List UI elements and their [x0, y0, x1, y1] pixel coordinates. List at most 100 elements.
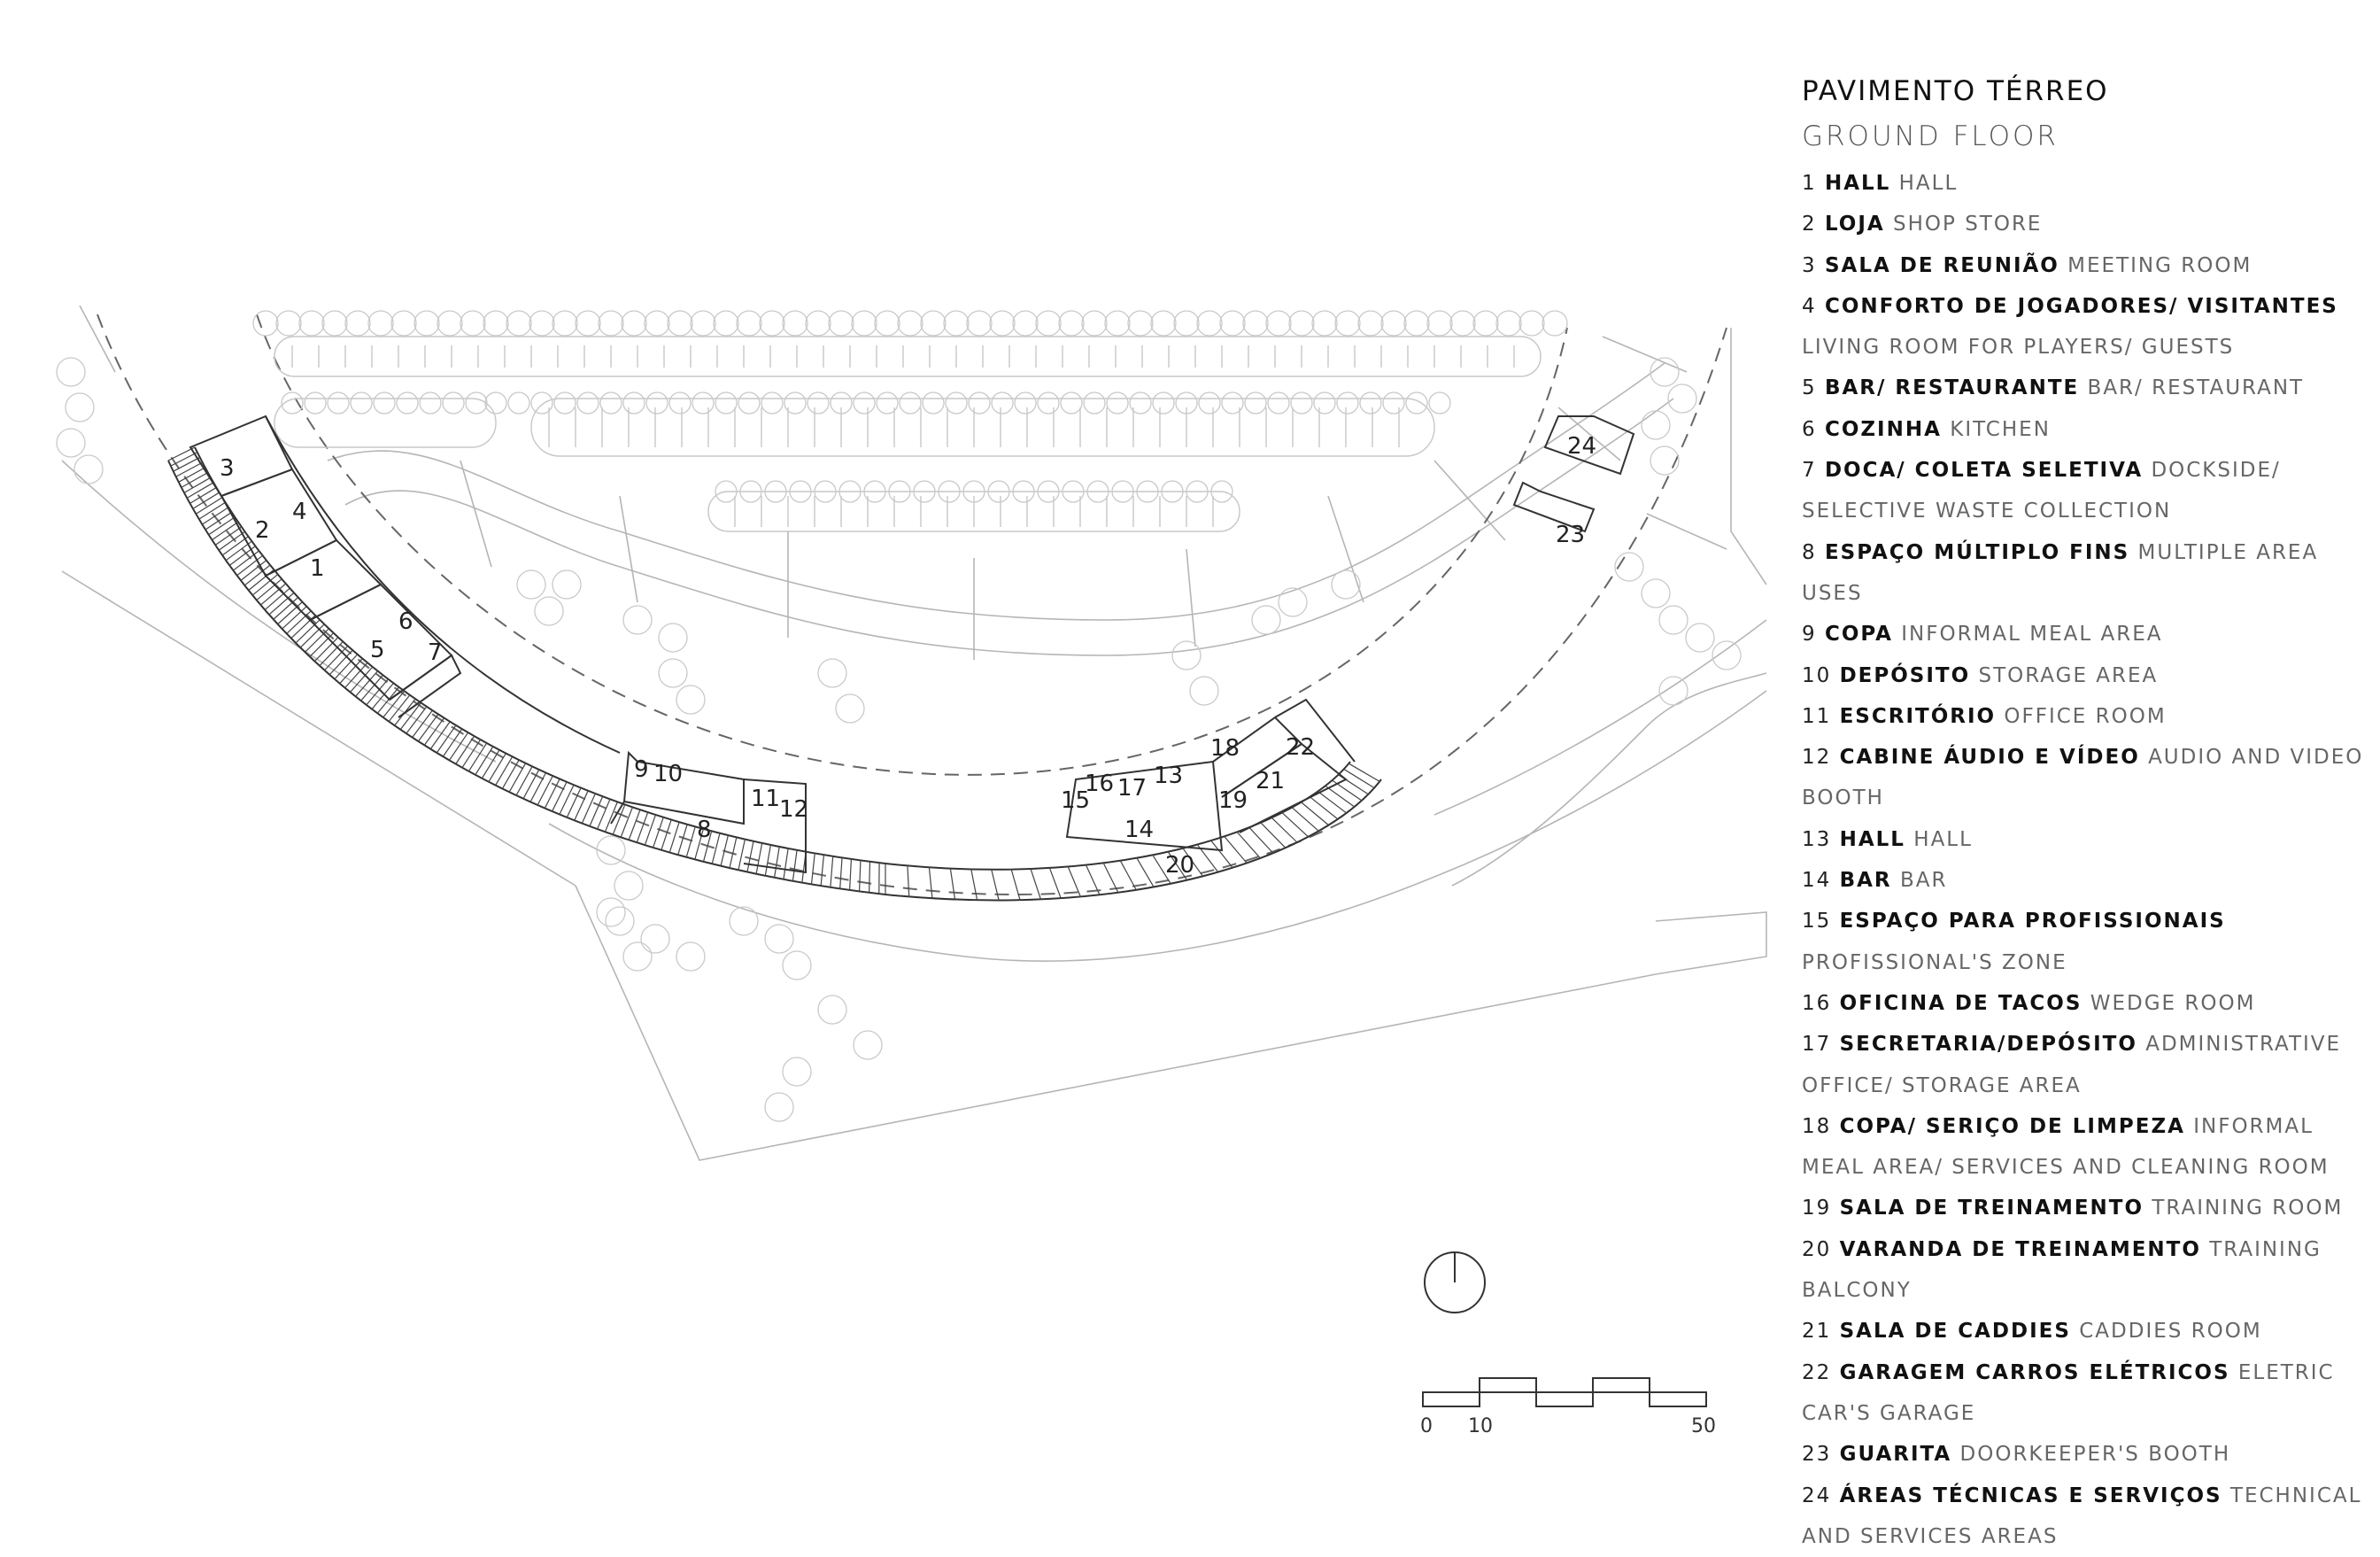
tree-icon — [1650, 446, 1679, 475]
tree-icon — [1174, 311, 1199, 336]
tree-icon — [1686, 624, 1714, 652]
tree-icon — [1084, 392, 1105, 414]
tree-icon — [818, 659, 846, 687]
tree-icon — [783, 1057, 811, 1086]
legend-item-pt: GARAGEM CARROS ELÉTRICOS — [1840, 1361, 2230, 1384]
tree-icon — [576, 311, 600, 336]
tree-icon — [322, 311, 347, 336]
legend-item-en: MEETING ROOM — [2067, 254, 2252, 277]
legend-item-number: 10 — [1802, 664, 1831, 687]
tree-icon — [529, 311, 554, 336]
legend-item-number: 3 — [1802, 254, 1817, 277]
legend-item-number: 13 — [1802, 828, 1831, 851]
tree-icon — [374, 392, 395, 414]
tree-icon — [646, 392, 668, 414]
tree-icon — [1383, 392, 1404, 414]
plan-label-10: 10 — [653, 761, 683, 787]
scale-label-10: 10 — [1468, 1415, 1493, 1437]
legend-item: 11 ESCRITÓRIO OFFICE ROOM — [1802, 696, 2377, 737]
tree-icon — [599, 311, 623, 336]
tree-icon — [485, 392, 506, 414]
tree-icon — [1061, 392, 1082, 414]
tree-icon — [1015, 392, 1036, 414]
tree-icon — [74, 455, 103, 484]
tree-icon — [765, 1093, 793, 1121]
legend-item-number: 8 — [1802, 541, 1817, 564]
legend-item-number: 24 — [1802, 1484, 1831, 1507]
tree-icon — [806, 311, 831, 336]
tree-icon — [1130, 392, 1151, 414]
legend-item-en: STORAGE AREA — [1978, 664, 2158, 687]
legend-title-en: GROUND FLOOR — [1802, 113, 2377, 159]
legend-item-en: DOORKEEPER'S BOOTH — [1960, 1443, 2231, 1466]
legend-item-pt: DEPÓSITO — [1840, 664, 1971, 687]
legend-item: 6 COZINHA KITCHEN — [1802, 409, 2377, 450]
tree-icon — [1128, 311, 1153, 336]
legend-item: 15 ESPAÇO PARA PROFISSIONAIS PROFISSIONA… — [1802, 901, 2377, 983]
tree-icon — [443, 392, 464, 414]
legend-item-pt: SALA DE REUNIÃO — [1825, 254, 2059, 277]
legend-item-pt: COPA — [1825, 623, 1893, 646]
tree-icon — [659, 624, 687, 652]
legend-item: 14 BAR BAR — [1802, 860, 2377, 901]
legend-item: 18 COPA/ SERIÇO DE LIMPEZA INFORMAL MEAL… — [1802, 1106, 2377, 1189]
tree-icon — [517, 570, 545, 599]
legend-item-pt: DOCA/ COLETA SELETIVA — [1825, 459, 2143, 482]
legend-item-en: BAR — [1900, 869, 1948, 892]
tree-icon — [969, 392, 990, 414]
legend-title-pt: PAVIMENTO TÉRREO — [1802, 69, 2377, 113]
legend-item-number: 12 — [1802, 746, 1831, 769]
legend-item-pt: HALL — [1825, 172, 1890, 195]
legend-item-number: 16 — [1802, 992, 1831, 1015]
tree-icon — [506, 311, 531, 336]
scale-label-50: 50 — [1691, 1415, 1716, 1437]
plan-label-6: 6 — [398, 608, 413, 635]
plan-label-19: 19 — [1218, 787, 1248, 814]
plan-label-17: 17 — [1117, 775, 1147, 802]
plan-label-3: 3 — [220, 455, 235, 482]
tree-icon — [597, 898, 625, 926]
tree-icon — [1222, 392, 1243, 414]
tree-icon — [535, 597, 563, 625]
legend-item-pt: VARANDA DE TREINAMENTO — [1840, 1238, 2201, 1261]
tree-icon — [1712, 641, 1741, 670]
legend-item: 24 ÁREAS TÉCNICAS E SERVIÇOS TECHNICAL A… — [1802, 1476, 2377, 1557]
tree-icon — [691, 311, 715, 336]
tree-icon — [944, 311, 969, 336]
legend-item-pt: COZINHA — [1825, 418, 1942, 441]
tree-icon — [1059, 311, 1084, 336]
legend-item-en: SHOP STORE — [1893, 213, 2042, 236]
tree-icon — [368, 311, 393, 336]
tree-icon — [761, 392, 783, 414]
tree-icon — [1252, 606, 1280, 634]
tree-icon — [1473, 311, 1498, 336]
legend-item-en: INFORMAL MEAL AREA — [1901, 623, 2162, 646]
tree-icon — [921, 311, 946, 336]
tree-icon — [1335, 311, 1360, 336]
legend-item-pt: BAR — [1840, 869, 1892, 892]
plan-label-20: 20 — [1165, 852, 1194, 879]
north-arrow-icon — [1425, 1252, 1485, 1313]
tree-icon — [1105, 311, 1130, 336]
legend-item-en: OFFICE ROOM — [2004, 705, 2166, 728]
legend-item-pt: ESCRITÓRIO — [1840, 705, 1997, 728]
tree-icon — [1519, 311, 1544, 336]
legend-item-pt: ÁREAS TÉCNICAS E SERVIÇOS — [1840, 1484, 2222, 1507]
legend-item: 21 SALA DE CADDIES CADDIES ROOM — [1802, 1311, 2377, 1352]
tree-icon — [854, 392, 875, 414]
plan-label-7: 7 — [428, 639, 443, 666]
tree-icon — [1082, 311, 1107, 336]
legend-item-en: TRAINING ROOM — [2152, 1197, 2343, 1220]
plan-label-8: 8 — [697, 817, 712, 843]
tree-icon — [1312, 311, 1337, 336]
legend-item-number: 9 — [1802, 623, 1817, 646]
tree-icon — [460, 311, 485, 336]
legend-item-number: 21 — [1802, 1320, 1831, 1343]
legend-item-pt: CONFORTO DE JOGADORES/ VISITANTES — [1825, 295, 2338, 318]
legend-item-pt: HALL — [1840, 828, 1905, 851]
legend-item: 1 HALL HALL — [1802, 163, 2377, 204]
tree-icon — [990, 311, 1015, 336]
plan-label-22: 22 — [1286, 734, 1315, 761]
legend-item: 16 OFICINA DE TACOS WEDGE ROOM — [1802, 983, 2377, 1024]
tree-icon — [1199, 392, 1220, 414]
